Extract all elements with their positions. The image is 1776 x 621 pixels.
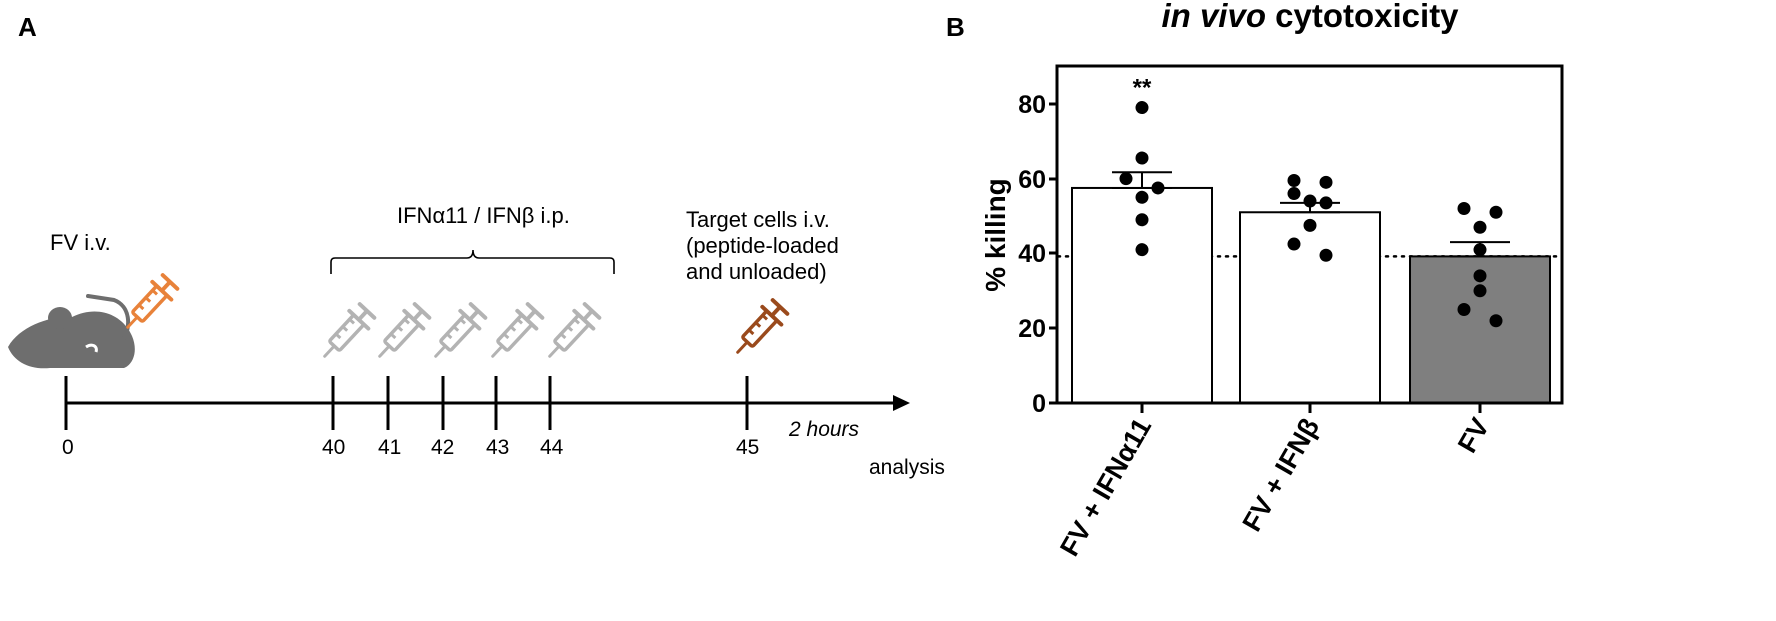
target-label-line-2: (peptide-loaded (686, 233, 839, 258)
data-point (1135, 101, 1149, 115)
data-point (1303, 194, 1317, 208)
data-point (1287, 173, 1301, 187)
data-point (1473, 243, 1487, 257)
x-category-label: FV (1452, 413, 1495, 458)
target-label-line-1: Target cells i.v. (686, 207, 830, 232)
timepoint-label: 40 (322, 436, 345, 459)
timepoint-label: 44 (540, 436, 564, 459)
panel-a-letter: A (18, 12, 37, 42)
data-point (1287, 237, 1301, 251)
data-point (1489, 205, 1503, 219)
analysis-label: analysis (869, 456, 945, 479)
timepoint-label: 45 (736, 436, 759, 459)
y-tick-label: 40 (1018, 240, 1046, 268)
timepoint-label: 0 (62, 436, 74, 459)
ifn-syringe-icon (538, 300, 604, 368)
data-point (1457, 303, 1471, 316)
y-tick-label: 80 (1018, 91, 1046, 119)
ifn-syringe-icon (368, 300, 434, 368)
panel-b-letter: B (946, 12, 965, 42)
ifn-syringe-icon (424, 300, 490, 368)
data-point (1319, 248, 1333, 262)
treatment-label: IFNα11 / IFNβ i.p. (397, 203, 570, 228)
data-point (1287, 187, 1301, 201)
y-axis-label: % killing (980, 178, 1011, 292)
plot-area: ** (1056, 75, 1563, 404)
data-point (1319, 175, 1333, 189)
timepoint-label: 42 (431, 436, 454, 459)
data-point (1473, 284, 1487, 298)
y-tick-label: 60 (1018, 166, 1046, 194)
x-category-label: FV + IFNα11 (1054, 413, 1157, 561)
data-point (1457, 202, 1471, 216)
chart-title-rest: cytotoxicity (1266, 0, 1459, 34)
target-syringe-icon (726, 296, 792, 364)
data-point (1135, 190, 1149, 204)
timeline-arrow-icon (893, 395, 910, 411)
treatment-brace (330, 249, 615, 274)
fv-label: FV i.v. (50, 230, 111, 255)
chart-title: in vivo cytotoxicity (1161, 0, 1459, 34)
data-point (1319, 196, 1333, 210)
ifn-syringe-icon (481, 300, 547, 368)
target-label-line-3: and unloaded) (686, 259, 827, 284)
data-point (1473, 220, 1487, 234)
data-point (1135, 151, 1149, 165)
fv-syringe-icon (116, 271, 182, 339)
significance-label: ** (1133, 75, 1152, 102)
ifn-syringe-icon (313, 300, 379, 368)
bar (1239, 211, 1381, 404)
x-axis-ticks (1140, 403, 1482, 413)
data-point (1135, 213, 1149, 227)
timepoint-label: 41 (378, 436, 401, 459)
data-point (1151, 181, 1165, 195)
chart-title-italic: in vivo (1161, 0, 1266, 34)
mouse-icon (8, 294, 135, 369)
timepoint-label: 43 (486, 436, 509, 459)
y-tick-label: 20 (1018, 315, 1046, 343)
data-point (1135, 243, 1149, 257)
data-point (1473, 269, 1487, 283)
data-point (1303, 218, 1317, 232)
data-point (1119, 172, 1133, 186)
x-category-label: FV + IFNβ (1237, 413, 1326, 536)
panel-b: B in vivo cytotoxicity % killing 0 20 40… (946, 0, 1564, 561)
timeline-ticks (64, 376, 749, 430)
data-point (1489, 314, 1503, 328)
y-tick-label: 0 (1032, 390, 1046, 418)
panel-a: A 0 40 41 42 43 (8, 12, 945, 479)
hours-label: 2 hours (788, 418, 860, 441)
y-axis-ticks (1049, 102, 1057, 405)
